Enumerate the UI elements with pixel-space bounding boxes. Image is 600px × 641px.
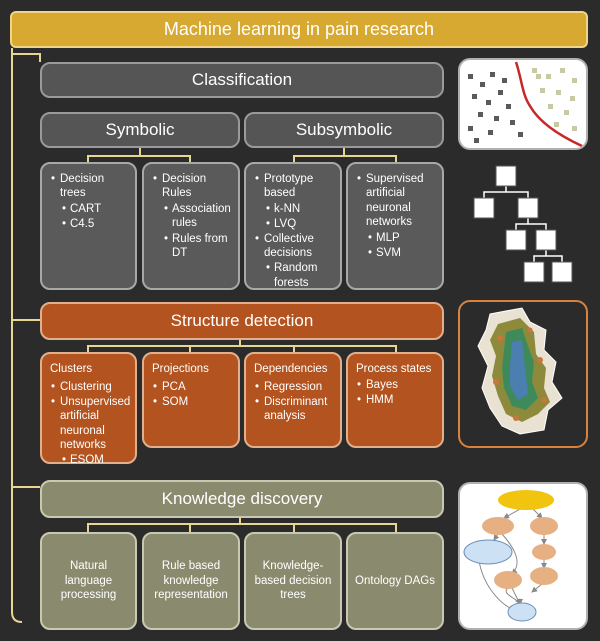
list-item: PCA [153,380,230,395]
list-item: k-NN [266,202,332,217]
structure-header: Structure detection [40,302,444,340]
tree-structure-icon [464,160,584,290]
card-title: Ontology DAGs [355,574,435,587]
card-title: Projections [152,363,209,375]
card-title: Collective decisions [264,232,314,259]
decision-rules-card: Decision Rules Association rules Rules f… [142,162,240,290]
classification-header-text: Classification [191,70,293,89]
classification-header: Classification [40,62,444,98]
knowledge-header: Knowledge discovery [40,480,444,518]
list-item: Unsupervised artificial neuronal network… [60,395,131,451]
esom-landscape-icon [458,300,588,448]
list-item: MLP [368,231,434,246]
card-title: Process states [356,363,432,375]
decision-trees-card: Decision trees CART C4.5 [40,162,137,290]
list-item: Regression [255,380,332,395]
card-title: Prototype based [264,173,314,200]
prototype-based-card: Prototype based k-NN LVQ Collective deci… [244,162,342,290]
nlp-card: Natural language processing [40,532,137,630]
card-title: Knowledge-based decision trees [254,560,332,602]
diagram-title: Machine learning in pain research [10,11,588,48]
clusters-card: Clusters Clustering Unsupervised artific… [40,352,137,468]
list-item: SVM [368,246,434,261]
list-item: Discriminant analysis [255,395,332,424]
symbolic-header-text: Symbolic [105,120,175,139]
list-item: Rules from DT [164,232,230,261]
knowledge-header-text: Knowledge discovery [161,489,323,508]
card-title: Natural language processing [60,560,117,602]
ontology-card: Ontology DAGs [346,532,444,630]
symbolic-header: Symbolic [40,112,240,148]
projections-card: Projections PCA SOM [142,352,240,448]
diagram-title-text: Machine learning in pain research [163,19,435,39]
subsymbolic-header: Subsymbolic [244,112,444,148]
rule-based-card: Rule based knowledge representation [142,532,240,630]
list-item: SOM [153,395,230,410]
structure-header-text: Structure detection [170,311,314,330]
list-item: CART [62,202,127,217]
subsymbolic-header-text: Subsymbolic [295,120,393,139]
card-title: Dependencies [254,363,328,375]
list-item: HMM [357,393,434,408]
card-title: Decision Rules [162,173,207,200]
supervised-ann-card: Supervised artificial neuronal networks … [346,162,444,290]
list-item: Clustering [51,380,127,395]
list-item: Bayes [357,378,434,393]
knowledge-trees-card: Knowledge-based decision trees [244,532,342,630]
dag-graph-icon [458,482,588,630]
card-title: Supervised artificial neuronal networks [366,173,424,229]
list-item: Association rules [164,202,231,231]
card-title: Rule based knowledge representation [154,560,228,602]
process-states-card: Process states Bayes HMM [346,352,444,448]
list-item: LVQ [266,217,332,232]
list-item: Random forests [266,261,332,290]
card-title: Clusters [50,363,93,375]
dependencies-card: Dependencies Regression Discriminant ana… [244,352,342,448]
list-item: C4.5 [62,217,127,232]
card-title: Decision trees [60,173,105,200]
scatter-classification-icon [458,58,588,150]
list-item: ESOM [62,453,127,468]
